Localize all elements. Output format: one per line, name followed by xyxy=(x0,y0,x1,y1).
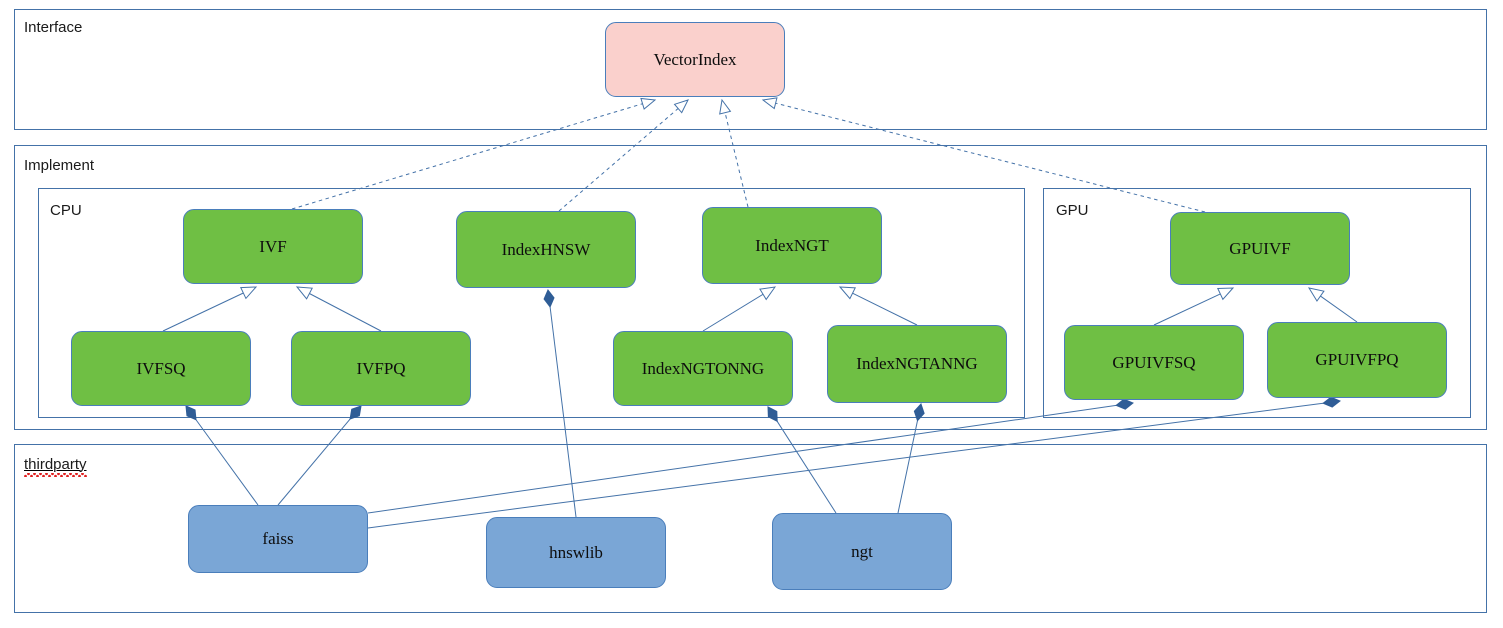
class-node-vectorindex[interactable]: VectorIndex xyxy=(605,22,785,97)
edge-ngt-to-indexngtanng xyxy=(897,403,925,514)
class-node-gpuivf[interactable]: GPUIVF xyxy=(1170,212,1350,285)
class-node-indexngt[interactable]: IndexNGT xyxy=(702,207,882,284)
edge-gpuivfpq-to-gpuivf xyxy=(1307,287,1358,323)
edge-gpuivf-to-vectorindex xyxy=(761,97,1206,213)
edge-ivfpq-to-ivf xyxy=(295,286,382,332)
edge-gpuivfsq-to-gpuivf xyxy=(1153,287,1235,326)
group-box-gpu xyxy=(1043,188,1471,418)
class-node-indexngtonng[interactable]: IndexNGTONNG xyxy=(613,331,793,406)
class-node-ivfpq[interactable]: IVFPQ xyxy=(291,331,471,406)
class-node-indexngtanng[interactable]: IndexNGTANNG xyxy=(827,325,1007,403)
edge-faiss-to-ivfsq xyxy=(185,405,259,506)
edge-faiss-to-ivfpq xyxy=(277,405,362,506)
edge-indexngt-to-vectorindex xyxy=(719,98,749,208)
group-label-cpu: CPU xyxy=(50,202,82,219)
group-box-thirdparty xyxy=(14,444,1487,613)
edge-indexhnsw-to-vectorindex xyxy=(558,99,689,212)
edge-faiss-to-gpuivfsq xyxy=(367,398,1134,514)
group-label-interface: Interface xyxy=(24,19,83,36)
edge-ngt-to-indexngtonng xyxy=(767,406,837,514)
class-node-ivfsq[interactable]: IVFSQ xyxy=(71,331,251,406)
edge-ivf-to-vectorindex xyxy=(291,97,657,210)
class-node-indexhnsw[interactable]: IndexHNSW xyxy=(456,211,636,288)
class-node-hnswlib[interactable]: hnswlib xyxy=(486,517,666,588)
class-node-faiss[interactable]: faiss xyxy=(188,505,368,573)
group-box-cpu xyxy=(38,188,1025,418)
class-node-ngt[interactable]: ngt xyxy=(772,513,952,590)
edge-ivfsq-to-ivf xyxy=(162,286,258,332)
edge-indexngtanng-to-indexngt xyxy=(838,286,918,326)
edge-hnswlib-to-indexhnsw xyxy=(543,289,577,518)
group-label-gpu: GPU xyxy=(1056,202,1089,219)
group-box-interface xyxy=(14,9,1487,130)
edge-indexngtonng-to-indexngt xyxy=(702,286,777,332)
class-node-gpuivfsq[interactable]: GPUIVFSQ xyxy=(1064,325,1244,400)
group-box-implement xyxy=(14,145,1487,430)
class-node-ivf[interactable]: IVF xyxy=(183,209,363,284)
edge-faiss-to-gpuivfpq xyxy=(367,396,1341,529)
group-label-thirdparty: thirdparty xyxy=(24,456,87,477)
class-node-gpuivfpq[interactable]: GPUIVFPQ xyxy=(1267,322,1447,398)
group-label-implement: Implement xyxy=(24,157,95,174)
